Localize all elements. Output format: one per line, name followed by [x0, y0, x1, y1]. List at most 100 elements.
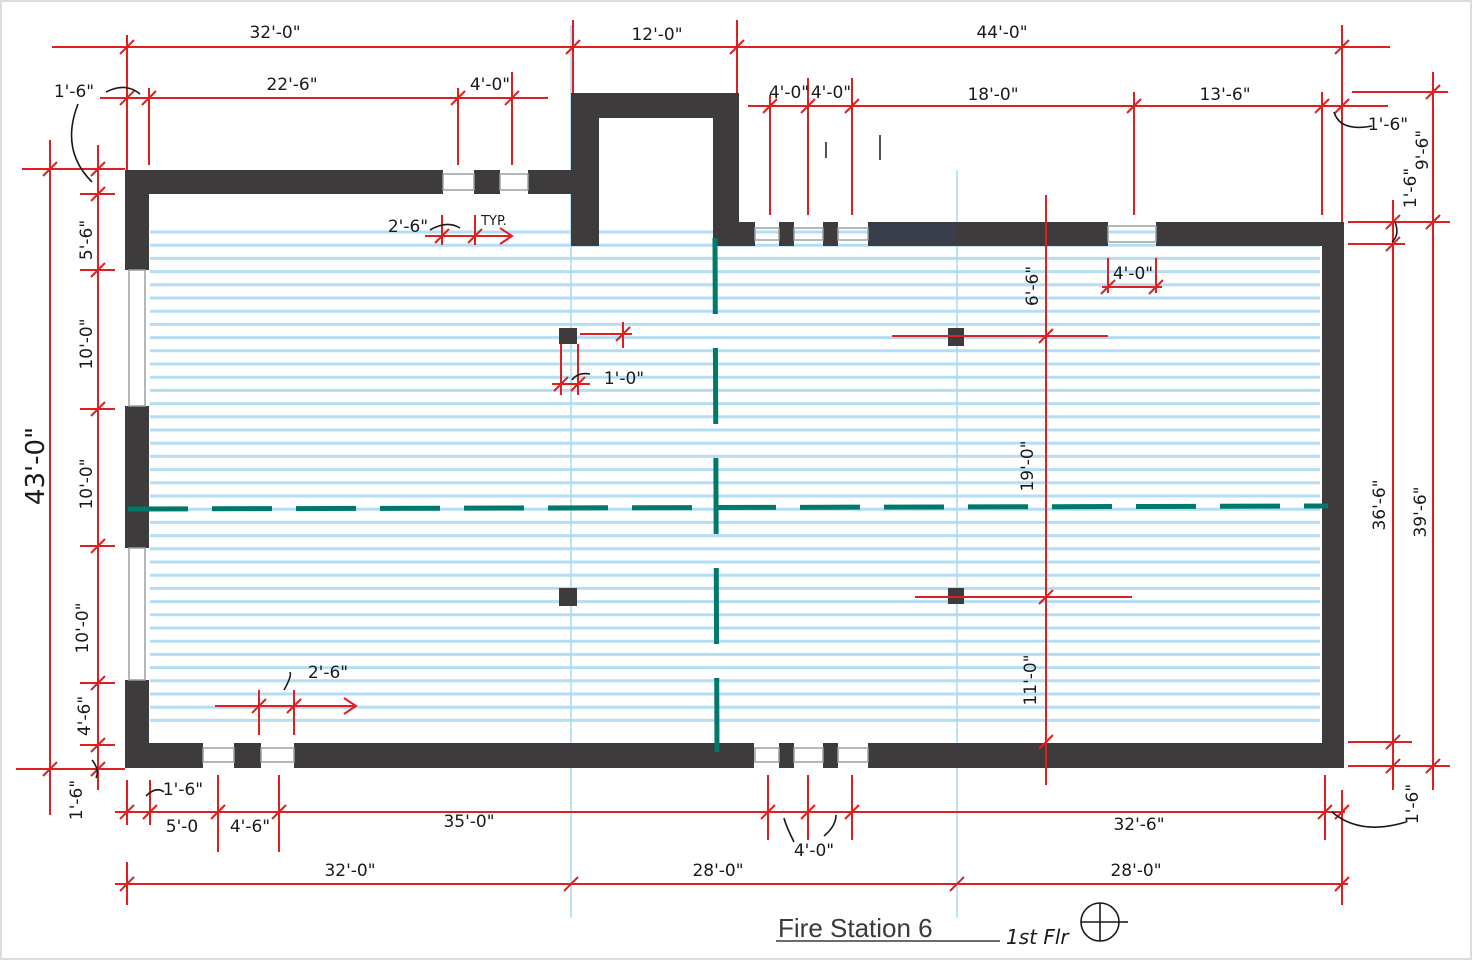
dimension-lines — [16, 20, 1450, 905]
dimension-tick — [142, 804, 158, 820]
window-top-3 — [754, 227, 780, 241]
dimension-tick — [119, 876, 135, 892]
window-top-5 — [837, 227, 869, 241]
dimension-tick — [1385, 734, 1401, 750]
label-right-bottom-offset: 1'-6" — [1403, 784, 1423, 824]
label-right-inner-1: 36'-6" — [1370, 479, 1390, 530]
dimension-tick — [1385, 236, 1401, 252]
dimension-tick — [251, 698, 267, 714]
label-left-4: 10'-0" — [73, 602, 93, 653]
dimension-tick — [1334, 98, 1350, 114]
leader-bottom-window — [283, 671, 292, 691]
dimension-tick — [844, 804, 860, 820]
wall-top-left — [125, 170, 443, 194]
wall-top-pier — [474, 170, 500, 194]
wall-tower-left — [571, 93, 599, 246]
dimension-tick — [729, 39, 745, 55]
dimension-tick — [1317, 804, 1333, 820]
dimension-tick — [762, 98, 778, 114]
label-top-overall-2: 12'-0" — [631, 25, 682, 45]
dimension-tick — [1126, 98, 1142, 114]
leader-column — [571, 372, 591, 381]
label-typ: TYP. — [480, 214, 507, 229]
window-top-6 — [1107, 225, 1157, 243]
window-bottom-2 — [260, 747, 295, 763]
wall-bottom-pier-2 — [779, 743, 794, 768]
wall-bottom-pier — [234, 743, 261, 768]
window-top-1 — [442, 173, 475, 191]
label-top-r3: 18'-0" — [967, 85, 1018, 105]
dimension-tick — [90, 401, 106, 417]
dimension-tick — [90, 186, 106, 202]
leader-left-bottom — [91, 759, 99, 779]
small-marks — [825, 135, 881, 160]
arrowheads — [343, 227, 514, 715]
label-left-bottom-offset: 1'-6" — [67, 780, 87, 820]
dimension-tick — [800, 98, 816, 114]
wall-pier-2 — [823, 222, 838, 246]
label-column-size: 1'-0" — [604, 369, 644, 389]
label-bottom-offset-left: 1'-6" — [163, 780, 203, 800]
label-interior-2: 19'-0" — [1018, 440, 1038, 491]
label-top-left-offset: 1'-6" — [54, 82, 94, 102]
dimension-tick — [844, 98, 860, 114]
label-top-overall-3: 44'-0" — [976, 23, 1027, 43]
label-top-overall-1: 32'-0" — [249, 23, 300, 43]
dimension-tick — [90, 262, 106, 278]
dimension-tick — [1038, 734, 1054, 750]
north-arrow-icon — [1080, 902, 1128, 942]
leader-top-left — [105, 86, 141, 95]
arrowhead-2 — [343, 697, 358, 715]
wall-top-left-end — [528, 170, 573, 194]
leaders — [70, 86, 1407, 843]
dimension-tick — [141, 90, 157, 106]
column-2 — [559, 588, 577, 606]
label-bottom-seg-3: 35'-0" — [443, 812, 494, 832]
dimension-tick — [1334, 39, 1350, 55]
dimension-tick — [615, 326, 631, 342]
dimension-labels: 32'-0" 12'-0" 44'-0" 1'-6" 22'-6" 4'-0" … — [21, 23, 1433, 881]
dimension-ticks — [42, 39, 1441, 892]
label-window-spacing: 2'-6" — [388, 217, 428, 237]
dimension-tick — [119, 804, 135, 820]
label-top-r1: 4'-0" — [769, 83, 809, 103]
label-bottom-seg-2: 4'-6" — [230, 817, 270, 837]
label-bottom-seg-1: 5'-0 — [166, 817, 198, 837]
label-left-2: 10'-0" — [77, 318, 97, 369]
label-left-overall: 43'-0" — [21, 427, 51, 505]
wall-pier-1 — [779, 222, 794, 246]
dimension-tick — [42, 161, 58, 177]
dimension-tick — [760, 804, 776, 820]
dimension-tick — [467, 228, 483, 244]
dimension-tick — [90, 161, 106, 177]
label-bottom-overall-2: 28'-0" — [692, 861, 743, 881]
dimension-tick — [286, 698, 302, 714]
dimension-tick — [565, 39, 581, 55]
wall-left-upper — [125, 170, 149, 270]
window-left-2 — [128, 547, 146, 681]
arrowhead-1 — [499, 227, 514, 245]
door-panel — [870, 224, 956, 244]
dimension-tick — [1314, 98, 1330, 114]
axis-vertical — [712, 237, 720, 753]
dimension-tick — [90, 761, 106, 777]
wall-bottom-pier-3 — [823, 743, 838, 768]
label-bottom-seg-5: 32'-6" — [1113, 815, 1164, 835]
dimension-tick — [1385, 758, 1401, 774]
window-bottom-4 — [793, 747, 824, 763]
windows — [128, 173, 1157, 763]
dimension-tick — [1038, 328, 1054, 344]
window-bottom-1 — [202, 747, 235, 763]
window-bottom-3 — [754, 747, 780, 763]
wall-top-right-end — [1156, 222, 1344, 246]
wall-bottom-left — [125, 743, 203, 768]
window-left-1 — [128, 269, 146, 407]
dimension-tick — [553, 376, 569, 392]
leader-top-right — [1333, 111, 1373, 129]
dimension-tick — [42, 761, 58, 777]
dimension-tick — [800, 804, 816, 820]
dimension-tick — [1425, 84, 1441, 100]
dimension-tick — [570, 376, 586, 392]
